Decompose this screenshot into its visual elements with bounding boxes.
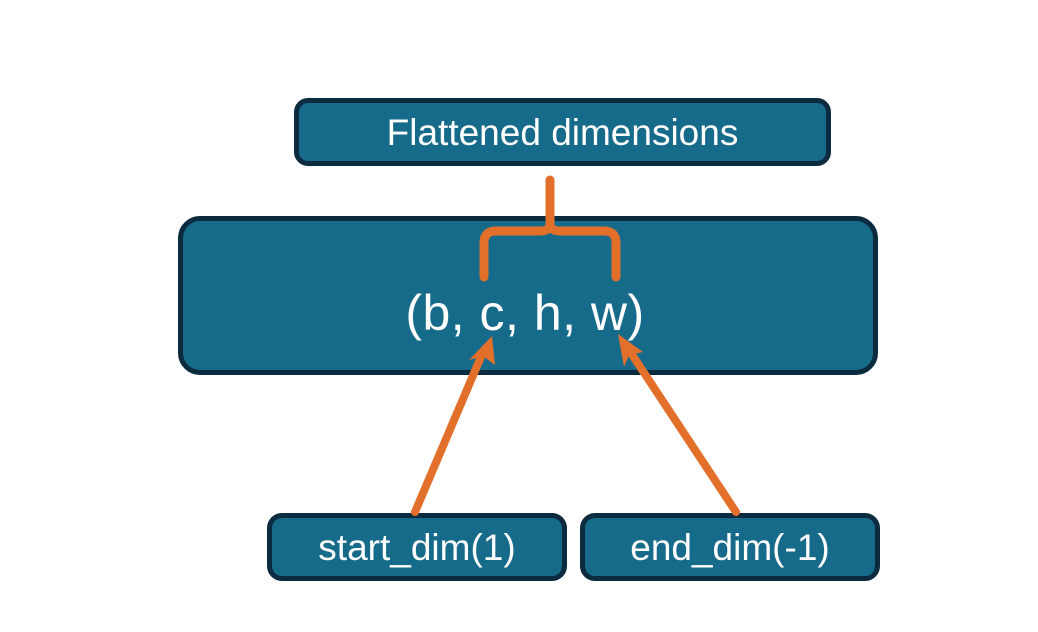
flattened-dimensions-label: Flattened dimensions [386,111,739,153]
end-dim-label: end_dim(-1) [630,526,830,568]
tensor-shape-label: (b, c, h, w) [405,284,645,341]
flattened-dimensions-node[interactable]: Flattened dimensions [294,98,831,166]
tensor-shape-node[interactable]: (b, c, h, w) [178,216,878,375]
start-dim-label: start_dim(1) [318,526,516,568]
start-dim-arrow-shaft [411,348,487,516]
end-dim-node[interactable]: end_dim(-1) [580,513,880,581]
start-dim-node[interactable]: start_dim(1) [267,513,567,581]
